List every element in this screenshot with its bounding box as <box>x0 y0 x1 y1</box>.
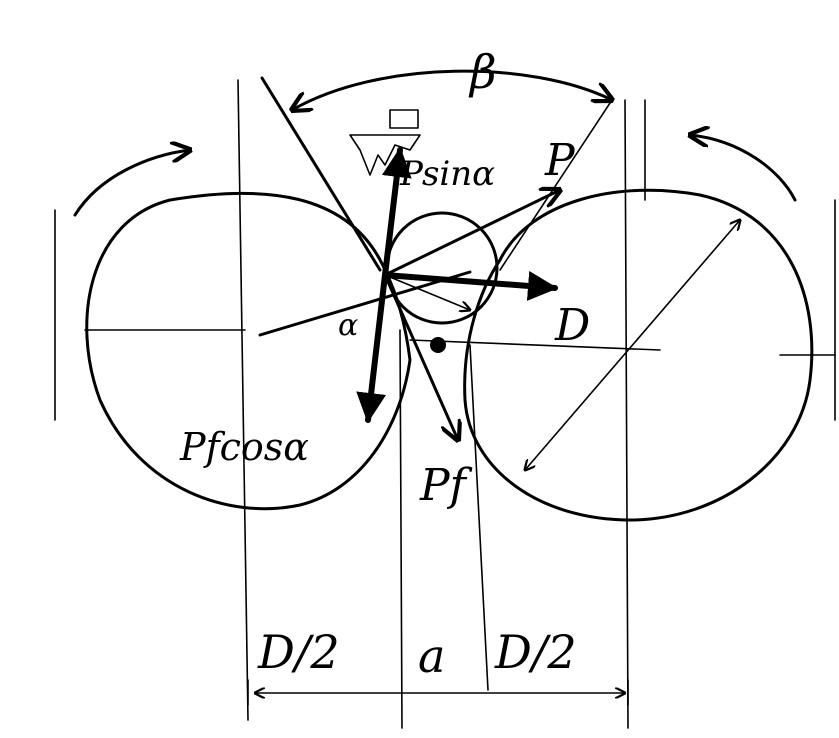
rotation-arrow-right <box>690 135 797 202</box>
vline-right <box>624 99 629 729</box>
label-dim-left: D/2 <box>257 625 340 679</box>
force-line-psin <box>381 147 412 278</box>
vline-mid-left <box>399 329 403 729</box>
force-line-p <box>383 190 560 277</box>
force-line-pf <box>383 273 458 440</box>
force-line-inner <box>384 274 470 310</box>
vline-mid-right <box>469 344 489 691</box>
tangent-line-left <box>260 76 382 272</box>
hopper-sketch <box>349 134 421 176</box>
vline-left <box>237 79 249 721</box>
center-dot <box>430 337 446 353</box>
label-pf: Pf <box>419 460 473 511</box>
rotation-arrow-left <box>73 150 190 217</box>
hopper-box <box>389 109 419 129</box>
tangent-line-right <box>499 99 613 271</box>
beta-arc <box>292 69 612 110</box>
label-d: D <box>554 300 590 351</box>
label-dim-mid: a <box>418 629 445 683</box>
force-line-diag <box>258 270 472 337</box>
label-beta: β <box>468 45 497 99</box>
center-line <box>409 339 661 351</box>
left-roller <box>85 191 412 511</box>
label-p: P <box>544 135 576 186</box>
label-dim-right: D/2 <box>494 625 577 679</box>
diameter-arrow <box>525 220 740 470</box>
label-alpha: α <box>338 308 358 343</box>
label-psin: Psinα <box>399 154 495 194</box>
right-roller <box>463 188 814 522</box>
label-pfcos: Pfcosα <box>179 425 309 469</box>
